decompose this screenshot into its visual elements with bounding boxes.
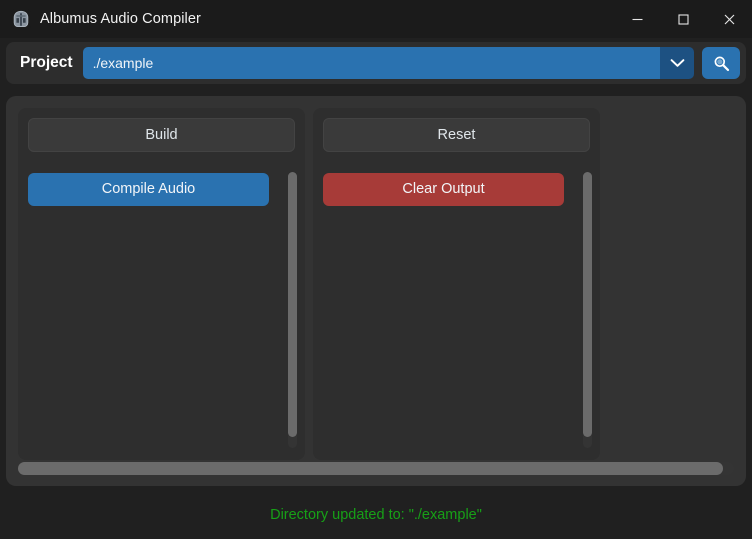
reset-panel-scrollbar-thumb[interactable]	[583, 172, 592, 437]
maximize-icon	[677, 13, 689, 25]
compile-audio-button[interactable]: Compile Audio	[28, 173, 269, 206]
window-title: Albumus Audio Compiler	[40, 11, 201, 27]
maximize-button[interactable]	[660, 0, 706, 38]
panel-build: Build Compile Audio	[18, 108, 305, 460]
search-icon	[714, 56, 729, 71]
browse-directory-button[interactable]	[702, 47, 740, 79]
horizontal-scrollbar-thumb[interactable]	[18, 462, 723, 475]
close-icon	[724, 14, 734, 24]
horizontal-scrollbar[interactable]	[18, 462, 734, 475]
helmet-icon	[11, 9, 31, 29]
build-section-button[interactable]: Build	[28, 118, 295, 152]
clear-output-button[interactable]: Clear Output	[323, 173, 564, 206]
project-toolbar: Project	[6, 42, 746, 84]
project-path-input[interactable]	[82, 47, 660, 79]
panels-row: Build Compile Audio Reset Clear Output	[18, 108, 734, 460]
close-button[interactable]	[706, 0, 752, 38]
reset-section-button[interactable]: Reset	[323, 118, 590, 152]
window-controls	[614, 0, 752, 38]
minimize-icon	[632, 18, 642, 20]
main-content-container: Build Compile Audio Reset Clear Output	[6, 96, 746, 486]
minimize-button[interactable]	[614, 0, 660, 38]
status-message: Directory updated to: "./example"	[270, 507, 482, 523]
build-panel-scrollbar[interactable]	[288, 172, 297, 448]
status-bar: Directory updated to: "./example"	[0, 497, 752, 533]
project-combobox[interactable]	[82, 47, 694, 79]
build-panel-scrollbar-thumb[interactable]	[288, 172, 297, 437]
panel-reset: Reset Clear Output	[313, 108, 600, 460]
project-dropdown-button[interactable]	[660, 47, 694, 79]
reset-panel-scrollbar[interactable]	[583, 172, 592, 448]
chevron-down-icon	[670, 59, 684, 67]
title-bar: Albumus Audio Compiler	[0, 0, 752, 38]
project-label: Project	[20, 54, 73, 71]
